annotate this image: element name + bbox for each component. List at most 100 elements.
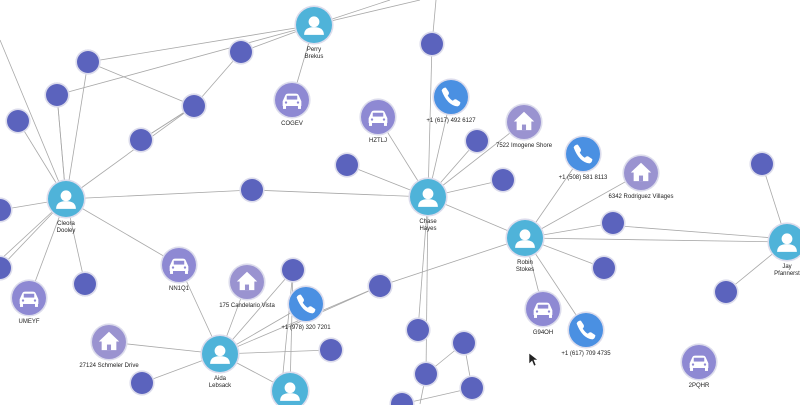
node-car_g94oh[interactable]: G94OH <box>524 290 562 336</box>
node-car_2pqhr[interactable]: 2PQHR <box>680 343 718 389</box>
node-label: Cleora <box>57 221 75 227</box>
node-label: Robin <box>517 260 533 266</box>
node-id18[interactable] <box>419 31 445 57</box>
node-circle <box>751 153 773 175</box>
node-circle <box>369 275 391 297</box>
node-phone2[interactable]: +1 (508) 581 8113 <box>559 135 608 181</box>
node-circle <box>230 41 252 63</box>
edge <box>65 198 180 266</box>
node-id25[interactable] <box>713 279 739 305</box>
node-id31[interactable] <box>459 375 485 401</box>
node-car_nn1q1[interactable]: NN1Q1 <box>160 246 198 292</box>
node-label: Dooley <box>57 228 76 234</box>
node-id17[interactable] <box>490 167 516 193</box>
node-label: Hayes <box>419 226 436 232</box>
node-id21[interactable] <box>600 210 626 236</box>
node-addr_imogene[interactable]: 7522 Imogene Shore <box>496 103 553 149</box>
edge <box>427 43 433 198</box>
nodes-layer: PerryBrekusCleoraDooleyChaseHayesRobinSt… <box>0 5 800 405</box>
node-id20[interactable] <box>413 361 439 387</box>
node-id15[interactable] <box>334 152 360 178</box>
node-label: NN1Q1 <box>169 286 190 292</box>
edge <box>251 189 429 198</box>
node-id29[interactable] <box>280 257 306 283</box>
node-id22[interactable] <box>591 255 617 281</box>
node-id24[interactable] <box>749 151 775 177</box>
edge <box>524 172 642 239</box>
node-id32[interactable] <box>389 391 415 405</box>
node-id13[interactable] <box>44 82 70 108</box>
node-label: +1 (508) 581 8113 <box>559 175 608 181</box>
edge <box>417 196 429 331</box>
edge <box>524 237 788 243</box>
car-icon <box>19 291 39 307</box>
node-circle <box>7 110 29 132</box>
node-car_umeyf[interactable]: UMEYF <box>10 279 48 325</box>
node-id19[interactable] <box>405 317 431 343</box>
node-addr_candelario[interactable]: 175 Candelario Vista <box>219 263 275 309</box>
node-circle <box>0 257 11 279</box>
node-id07[interactable] <box>75 49 101 75</box>
person-icon <box>280 382 300 401</box>
node-person_b[interactable] <box>270 371 310 405</box>
node-id26[interactable] <box>367 273 393 299</box>
node-label: Lebsack <box>209 383 232 389</box>
node-label: Perry <box>307 47 321 53</box>
edge <box>379 237 526 287</box>
node-addr_schmeler[interactable]: 27124 Schmeler Drive <box>79 323 139 369</box>
node-label: 27124 Schmeler Drive <box>79 363 139 369</box>
phone-icon <box>573 144 593 164</box>
node-circle <box>46 84 68 106</box>
node-circle <box>461 377 483 399</box>
house-icon <box>513 111 535 131</box>
node-id08[interactable] <box>181 93 207 119</box>
node-circle <box>320 339 342 361</box>
node-id28[interactable] <box>129 370 155 396</box>
node-label: Chase <box>419 219 437 225</box>
node-id06[interactable] <box>5 108 31 134</box>
node-phone1[interactable]: +1 (617) 492 6127 <box>426 78 476 124</box>
node-id16[interactable] <box>464 128 490 154</box>
node-label: 2PQHR <box>689 383 710 389</box>
node-label: Stokes <box>516 267 534 273</box>
node-label: 175 Candelario Vista <box>219 303 275 309</box>
node-car_hztlj[interactable]: HZTLJ <box>359 98 397 144</box>
node-circle <box>492 169 514 191</box>
node-circle <box>453 332 475 354</box>
node-car_cogev[interactable]: COGEV <box>273 81 311 127</box>
house-icon <box>98 331 120 351</box>
edge <box>65 189 253 200</box>
node-id30[interactable] <box>451 330 477 356</box>
car-icon <box>368 110 388 126</box>
node-label: COGEV <box>281 121 303 127</box>
phone-icon <box>296 294 316 314</box>
node-circle <box>131 372 153 394</box>
node-id27[interactable] <box>318 337 344 363</box>
node-phone4[interactable]: +1 (617) 709 4735 <box>561 311 611 357</box>
node-id04[interactable] <box>128 127 154 153</box>
node-id14[interactable] <box>72 271 98 297</box>
edge <box>427 121 525 198</box>
node-circle <box>130 129 152 151</box>
node-id09[interactable] <box>0 197 13 223</box>
node-addr_rodriguez[interactable]: 6342 Rodriguez Villages <box>609 154 674 200</box>
node-phone3[interactable]: +1 (978) 320 7201 <box>281 285 331 331</box>
person-icon <box>777 233 797 252</box>
node-label: Aida <box>214 376 227 382</box>
node-id12[interactable] <box>239 177 265 203</box>
node-circle <box>715 281 737 303</box>
node-circle <box>593 257 615 279</box>
node-id01[interactable] <box>228 39 254 65</box>
node-label: UMEYF <box>19 319 40 325</box>
node-label: Pfannerst <box>774 271 800 277</box>
node-circle <box>569 313 603 347</box>
node-id11[interactable] <box>0 255 13 281</box>
